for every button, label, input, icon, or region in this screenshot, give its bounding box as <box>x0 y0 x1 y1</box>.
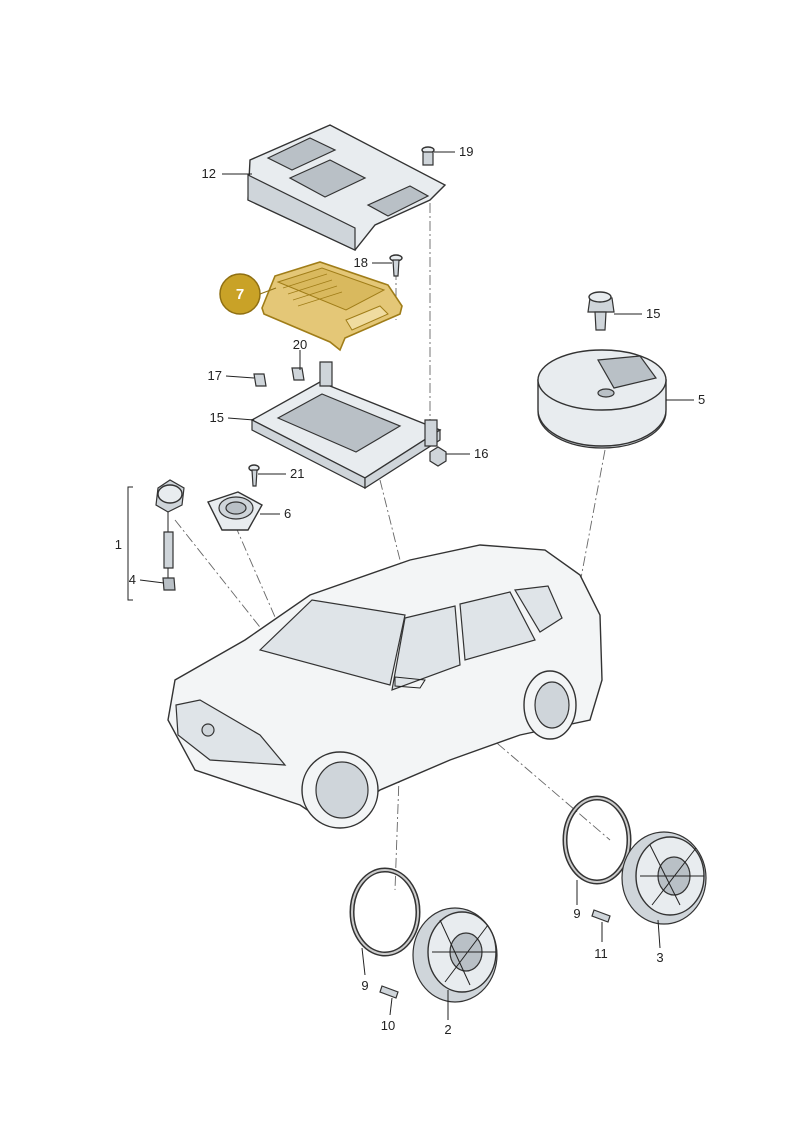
callout-4[interactable]: 4 <box>129 572 136 587</box>
callout-labels: 12 19 18 15 20 17 5 15 16 21 6 1 4 9 10 … <box>115 144 705 1037</box>
callout-18[interactable]: 18 <box>354 255 368 270</box>
screw-part-21 <box>248 464 260 487</box>
bolt-part-17 <box>253 373 267 387</box>
callout-2[interactable]: 2 <box>444 1022 451 1037</box>
tweeter-part-6 <box>207 491 263 531</box>
callout-12[interactable]: 15 <box>646 306 660 321</box>
callout-15-left[interactable]: 10 <box>381 1018 395 1033</box>
screw-part-15-right <box>591 909 611 923</box>
screw-part-18 <box>389 254 403 277</box>
bolt-part-20 <box>291 367 305 381</box>
connector-part-4 <box>162 577 176 591</box>
callout-21[interactable]: 21 <box>290 466 304 481</box>
ring-part-9-right <box>562 795 632 885</box>
callout-10[interactable]: 12 <box>202 166 216 181</box>
callout-15-right[interactable]: 11 <box>594 946 608 961</box>
callout-20[interactable]: 20 <box>293 337 307 352</box>
bracket-part-11 <box>250 361 442 490</box>
callout-9-right[interactable]: 9 <box>573 906 580 921</box>
speaker-cable-part-1 <box>155 479 185 578</box>
callout-9-left[interactable]: 9 <box>361 978 368 993</box>
highlight-label: 7 <box>236 286 244 303</box>
screw-part-15-left <box>379 985 399 999</box>
connector-part-12 <box>587 291 615 331</box>
callout-16[interactable]: 16 <box>474 446 488 461</box>
cover-part-10 <box>247 124 447 251</box>
speaker-part-3 <box>621 831 707 925</box>
callout-17[interactable]: 17 <box>208 368 222 383</box>
ring-part-9-left <box>349 867 421 957</box>
speaker-part-2 <box>412 907 498 1003</box>
callout-11[interactable]: 15 <box>210 410 224 425</box>
car-body <box>167 544 603 829</box>
group-bracket <box>127 486 133 601</box>
amplifier-part-7-highlighted: 7 <box>219 261 403 352</box>
callout-3[interactable]: 3 <box>656 950 663 965</box>
nut-part-16 <box>429 446 447 467</box>
callout-19[interactable]: 19 <box>459 144 473 159</box>
callout-5[interactable]: 5 <box>698 392 705 407</box>
subwoofer-part-5 <box>537 349 667 449</box>
clip-part-19 <box>421 146 435 166</box>
callout-6[interactable]: 6 <box>284 506 291 521</box>
callout-1[interactable]: 1 <box>115 537 122 552</box>
leader-lines <box>139 151 694 1020</box>
